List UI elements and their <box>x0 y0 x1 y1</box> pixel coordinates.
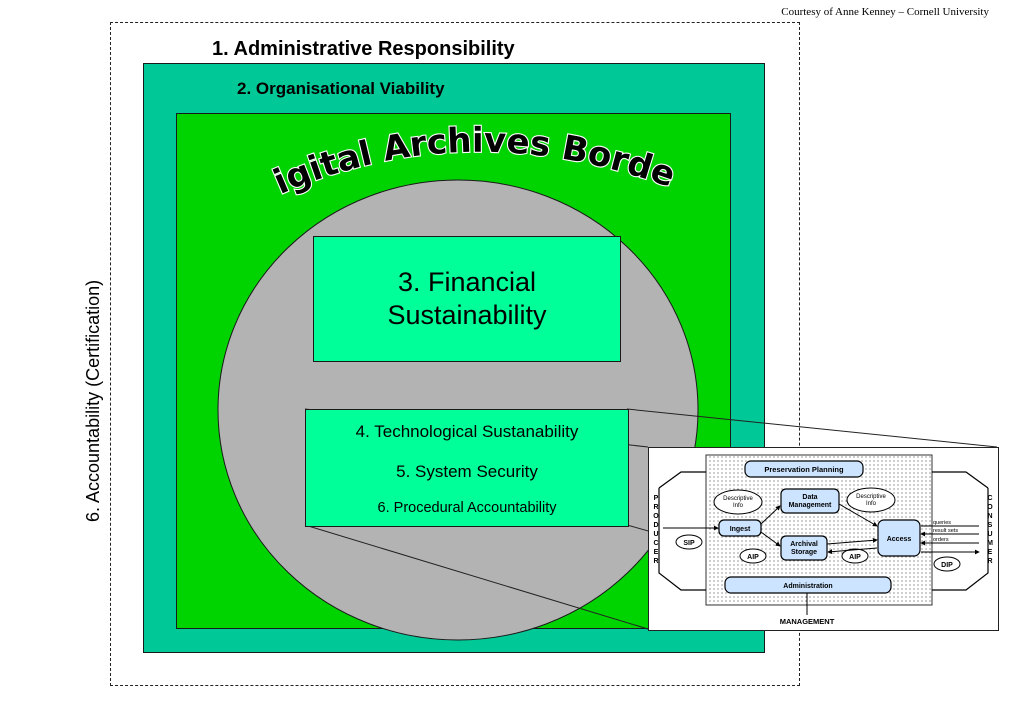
courtesy-credit: Courtesy of Anne Kenney – Cornell Univer… <box>781 6 989 18</box>
administrative-responsibility-title: 1. Administrative Responsibility <box>212 38 515 60</box>
descriptive-info-left <box>713 489 763 515</box>
aip-label-left: AIP <box>747 554 759 561</box>
administration-label: Administration <box>783 583 832 590</box>
technological-sustainability-box: 4. Technological Sustanability 5. System… <box>305 409 629 527</box>
result-sets-label: result sets <box>933 528 958 534</box>
access-box <box>877 519 921 557</box>
sip-label: SIP <box>683 540 695 547</box>
dip-label: DIP <box>941 562 953 569</box>
queries-label: queries <box>933 520 951 526</box>
orders-label: orders <box>933 537 949 543</box>
digital-archives-border-label: Digital Archives Border <box>0 0 680 203</box>
descriptive-info-right <box>846 487 896 513</box>
projection-line-bottom-left <box>304 524 649 630</box>
tech-line-1: 4. Technological Sustanability <box>355 422 579 441</box>
access-label: Access <box>887 536 912 543</box>
financial-line-1: 3. Financial <box>397 267 537 297</box>
tech-line-2: 5. System Security <box>396 462 538 481</box>
archival-storage-box <box>780 535 828 561</box>
tech-line-3: 6. Procedural Accountability <box>377 500 557 516</box>
ingest-label: Ingest <box>730 526 751 533</box>
financial-line-2: Sustainability <box>387 300 547 330</box>
organisational-viability-title: 2. Organisational Viability <box>237 79 445 98</box>
data-management-box <box>780 488 840 514</box>
administration-box <box>724 576 892 594</box>
projection-line-top-right <box>626 408 998 448</box>
management-label: MANAGEMENT <box>780 617 835 626</box>
preservation-planning-label: Preservation Planning <box>764 465 844 474</box>
ingest-box <box>718 519 762 537</box>
preservation-planning-box <box>744 460 864 478</box>
aip-label-right: AIP <box>849 554 861 561</box>
financial-sustainability-box: 3. Financial Sustainability <box>313 236 621 362</box>
outer-dashed-border <box>110 22 800 686</box>
